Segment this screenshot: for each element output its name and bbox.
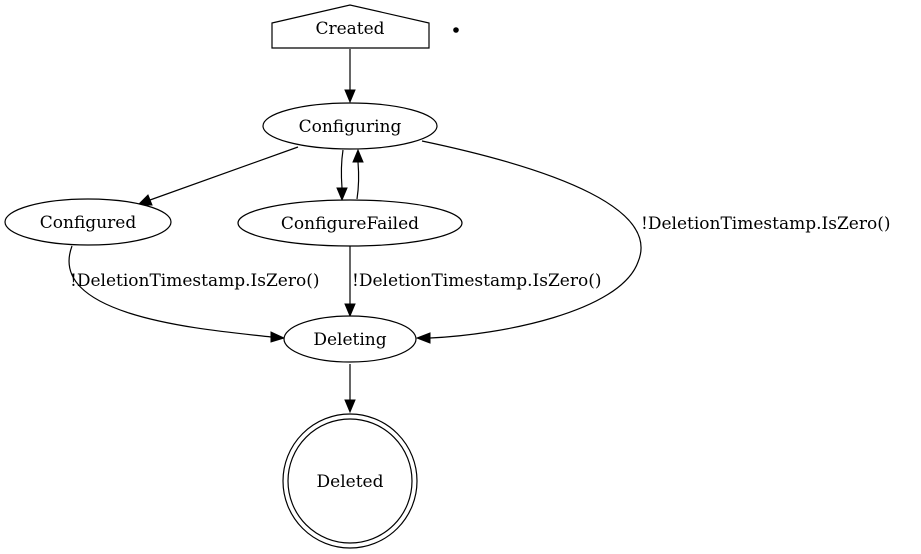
node-configurefailed-label: ConfigureFailed [281, 214, 419, 234]
edge-label-configurefailed-deleting: !DeletionTimestamp.IsZero() [352, 271, 601, 291]
node-configured[interactable]: Configured [4, 198, 172, 246]
node-deleting[interactable]: Deleting [283, 315, 417, 363]
edge-label-configured-deleting: !DeletionTimestamp.IsZero() [70, 271, 319, 291]
node-configurefailed[interactable]: ConfigureFailed [237, 199, 463, 247]
edge-label-configuring-deleting: !DeletionTimestamp.IsZero() [641, 214, 890, 234]
edge-configurefailed-configuring [352, 148, 364, 200]
edge-created-configuring [344, 49, 356, 104]
node-deleting-label: Deleting [313, 330, 386, 350]
point-marker [453, 27, 459, 33]
edge-configuring-configured [136, 146, 299, 206]
edge-deleting-deleted [344, 364, 356, 414]
node-created[interactable]: Created [271, 4, 430, 49]
edge-configured-deleting [68, 245, 286, 343]
node-configuring-label: Configuring [299, 117, 402, 137]
node-deleted[interactable]: Deleted [282, 413, 418, 549]
node-deleted-label: Deleted [317, 472, 384, 492]
node-created-label: Created [315, 19, 384, 39]
edge-configuring-deleting [415, 140, 642, 344]
edge-configuring-configurefailed [336, 149, 348, 202]
edge-configurefailed-deleting [344, 246, 356, 318]
node-configuring[interactable]: Configuring [262, 102, 438, 150]
node-configured-label: Configured [40, 213, 137, 233]
